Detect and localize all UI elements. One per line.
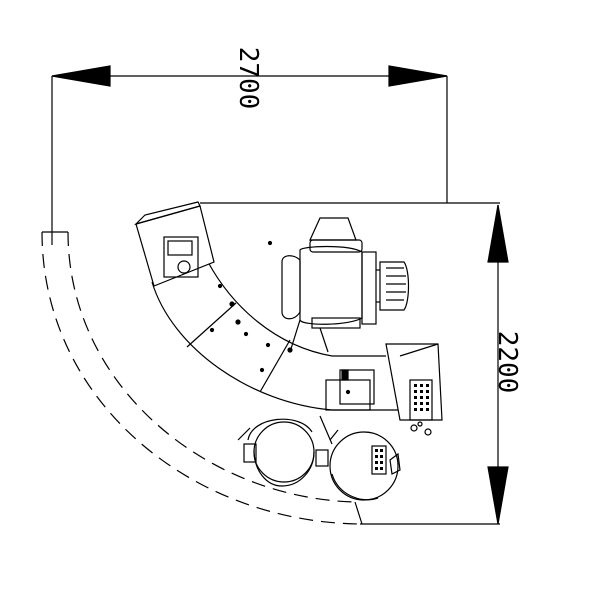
control-panel-grid bbox=[414, 384, 429, 411]
side-chair-back bbox=[253, 449, 315, 487]
cabinet-unit bbox=[385, 343, 443, 436]
desk-segment-divider bbox=[259, 339, 291, 393]
side-chair-icon bbox=[237, 418, 329, 487]
chair-footrest bbox=[379, 261, 410, 311]
desk-monitor-icon bbox=[325, 369, 375, 411]
side-chair-armrest bbox=[389, 452, 401, 475]
caster bbox=[417, 421, 423, 427]
control-panel-icon bbox=[409, 379, 433, 421]
desk-inner-edge bbox=[207, 261, 333, 357]
clearance-arc-inner bbox=[67, 231, 356, 503]
office-chair-icon bbox=[281, 217, 410, 353]
dimension-height: 2200 bbox=[200, 202, 522, 525]
dimension-width-label: 2700 bbox=[233, 47, 263, 110]
side-chair-arm bbox=[247, 418, 313, 441]
desk-dot bbox=[229, 301, 235, 307]
arc-end-cap bbox=[354, 501, 363, 525]
console-unit bbox=[133, 201, 215, 287]
chair-seat bbox=[299, 245, 363, 325]
chair-backrest-bar bbox=[309, 239, 363, 253]
console-top bbox=[133, 201, 201, 226]
control-knob bbox=[177, 260, 191, 274]
desk-dot bbox=[265, 342, 271, 348]
side-chair-armrest bbox=[315, 449, 329, 467]
desk-dot bbox=[235, 319, 241, 325]
side-chair-back bbox=[331, 473, 379, 501]
caster bbox=[424, 428, 432, 436]
dimension-arrow-icon bbox=[487, 204, 509, 263]
clearance-arc-outer bbox=[41, 231, 361, 525]
dimension-arrow-icon bbox=[487, 466, 509, 525]
console-body bbox=[135, 205, 215, 287]
chair-armrest bbox=[281, 255, 301, 320]
caster bbox=[410, 424, 418, 432]
monitor-icon bbox=[163, 236, 199, 278]
chair-backrest bbox=[309, 217, 357, 241]
desk-dot bbox=[259, 367, 265, 373]
side-chair-seat bbox=[329, 431, 399, 501]
desk-monitor-stand bbox=[341, 369, 349, 381]
desk-dot bbox=[209, 327, 215, 333]
dimension-arrow-icon bbox=[51, 65, 111, 87]
chair-lower-bar bbox=[311, 317, 361, 329]
desk-dot bbox=[217, 283, 223, 289]
side-chair-panel bbox=[371, 445, 387, 475]
side-chair-armrest bbox=[243, 443, 257, 463]
monitor-screen bbox=[167, 240, 193, 256]
desk-dot bbox=[243, 331, 249, 337]
side-chair-seat bbox=[253, 421, 315, 483]
dimension-arrow-icon bbox=[388, 65, 448, 87]
cabinet-body bbox=[385, 343, 443, 421]
dimension-width: 2700 bbox=[51, 47, 448, 245]
clearance-arcs bbox=[41, 231, 361, 525]
chair-base bbox=[361, 251, 377, 325]
desk-segment-divider bbox=[186, 302, 237, 348]
side-chair-icon bbox=[319, 415, 401, 501]
curved-desk bbox=[151, 240, 401, 420]
dimension-height-label: 2200 bbox=[492, 331, 522, 394]
desk-monitor-body bbox=[325, 379, 371, 411]
desk-outer-edge bbox=[151, 281, 333, 411]
desk-monitor-screen bbox=[339, 369, 375, 405]
desk-dot bbox=[267, 240, 273, 246]
